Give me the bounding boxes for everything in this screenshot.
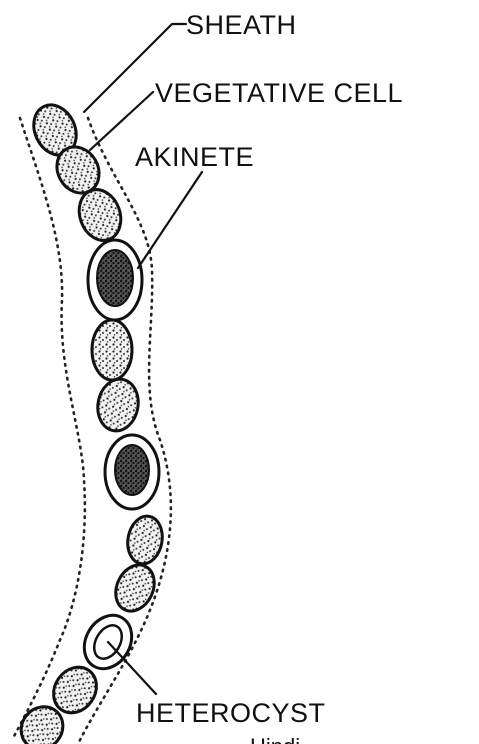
akinete-leader-line (138, 172, 202, 268)
vegetative-cell (109, 559, 162, 618)
akinete-contents (115, 445, 149, 495)
vegetative-cell (124, 513, 166, 566)
bottom-cut-text: Hindi (250, 734, 300, 744)
sheath-left-edge (12, 118, 85, 740)
sheath-label: SHEATH (186, 10, 297, 40)
akinete-cell (105, 435, 159, 509)
filament (13, 98, 166, 744)
vegetative-cell (94, 376, 142, 434)
akinete-cell (88, 240, 142, 320)
akinete-contents (97, 250, 133, 306)
akinete-label: AKINETE (135, 142, 254, 172)
vegetative-cell (92, 320, 132, 380)
vegetative-cell-label: VEGETATIVE CELL (155, 78, 403, 108)
heterocyst-label: HETEROCYST (136, 698, 326, 728)
